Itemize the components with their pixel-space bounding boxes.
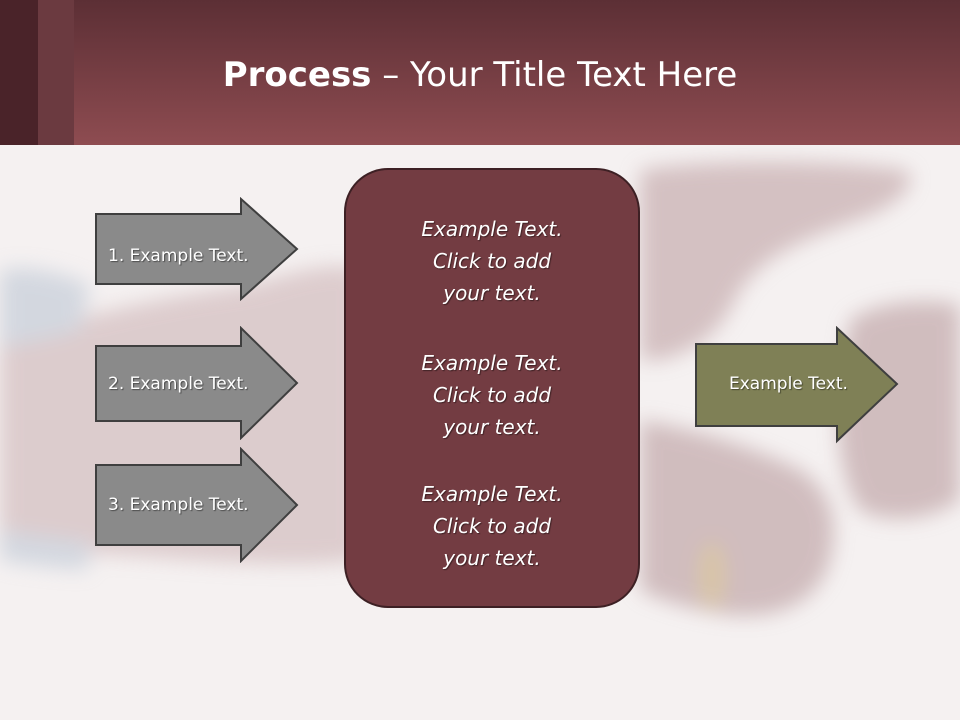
process-box[interactable] <box>344 168 640 608</box>
process-text-line: Click to add <box>432 383 552 407</box>
process-text-block-3[interactable]: Example Text. Click to add your text. <box>344 478 640 574</box>
process-text-line: your text. <box>443 281 541 305</box>
process-text-block-2[interactable]: Example Text. Click to add your text. <box>344 347 640 443</box>
slide-title[interactable]: Process – Your Title Text Here <box>0 53 960 97</box>
header-accent-mid <box>38 0 74 145</box>
process-text-line: Click to add <box>432 514 552 538</box>
process-text-block-1[interactable]: Example Text. Click to add your text. <box>344 213 640 309</box>
process-text-line: Example Text. <box>421 482 563 506</box>
process-text-line: Example Text. <box>421 351 563 375</box>
process-text-line: your text. <box>443 546 541 570</box>
header-bar <box>0 0 960 145</box>
title-rest: – Your Title Text Here <box>371 55 738 95</box>
input-arrow-1-label: 1. Example Text. <box>108 246 249 266</box>
input-arrow-3[interactable] <box>94 447 300 563</box>
input-arrow-2-label: 2. Example Text. <box>108 374 249 394</box>
output-arrow[interactable] <box>694 326 900 444</box>
title-bold: Process <box>222 55 372 95</box>
input-arrow-3-label: 3. Example Text. <box>108 495 249 515</box>
input-arrow-1[interactable] <box>94 197 300 301</box>
header-accent-dark <box>0 0 38 145</box>
process-text-line: Example Text. <box>421 217 563 241</box>
process-text-line: Click to add <box>432 249 552 273</box>
process-text-line: your text. <box>443 415 541 439</box>
output-arrow-label: Example Text. <box>729 374 848 394</box>
input-arrow-2[interactable] <box>94 326 300 440</box>
